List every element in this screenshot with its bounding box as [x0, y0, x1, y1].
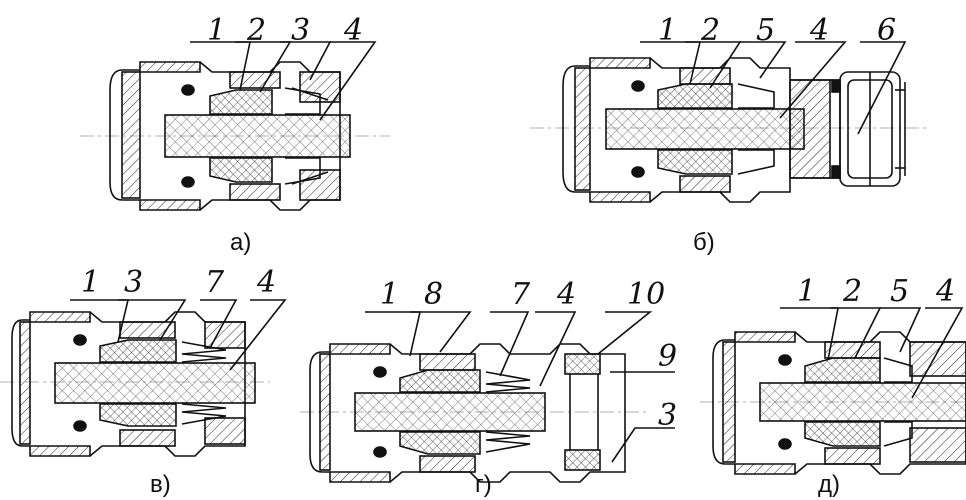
- panel-v-drawing: [0, 299, 287, 457]
- part-label-v-2: 3: [124, 265, 144, 300]
- part-label-b-5: 6: [877, 13, 897, 48]
- part-label-g-3: 7: [511, 277, 531, 312]
- part-label-g-5: 10: [627, 277, 666, 312]
- caption-panel-b: б): [693, 229, 715, 256]
- part-label-a-1: 1: [207, 13, 227, 48]
- panel-g-drawing: [300, 311, 675, 483]
- part-label-d-2: 2: [843, 274, 863, 309]
- panel-b-drawing: [530, 41, 930, 203]
- part-label-d-1: 1: [797, 274, 817, 309]
- part-label-b-2: 2: [701, 13, 721, 48]
- part-label-d-4: 4: [936, 274, 956, 309]
- part-label-v-3: 7: [205, 265, 225, 300]
- part-label-g-1: 1: [380, 277, 400, 312]
- part-label-v-1: 1: [81, 265, 101, 300]
- part-label-g-4: 4: [557, 277, 577, 312]
- part-label-a-4: 4: [344, 13, 364, 48]
- caption-panel-a: а): [230, 229, 252, 256]
- caption-panel-g: г): [475, 471, 492, 498]
- part-label-b-1: 1: [658, 13, 678, 48]
- part-label-g-6: 9: [658, 339, 678, 374]
- caption-panel-v: в): [150, 471, 171, 498]
- part-label-b-4: 4: [810, 13, 830, 48]
- caption-panel-d: д): [818, 471, 840, 498]
- panel-a-drawing: [80, 41, 390, 211]
- part-label-g-2: 8: [424, 277, 444, 312]
- part-label-v-4: 4: [257, 265, 277, 300]
- part-label-g-7: 3: [658, 398, 678, 433]
- part-label-a-3: 3: [291, 13, 311, 48]
- part-label-b-3: 5: [756, 13, 776, 48]
- part-label-d-3: 5: [890, 274, 910, 309]
- panel-d-drawing: [700, 307, 966, 475]
- part-label-a-2: 2: [247, 13, 267, 48]
